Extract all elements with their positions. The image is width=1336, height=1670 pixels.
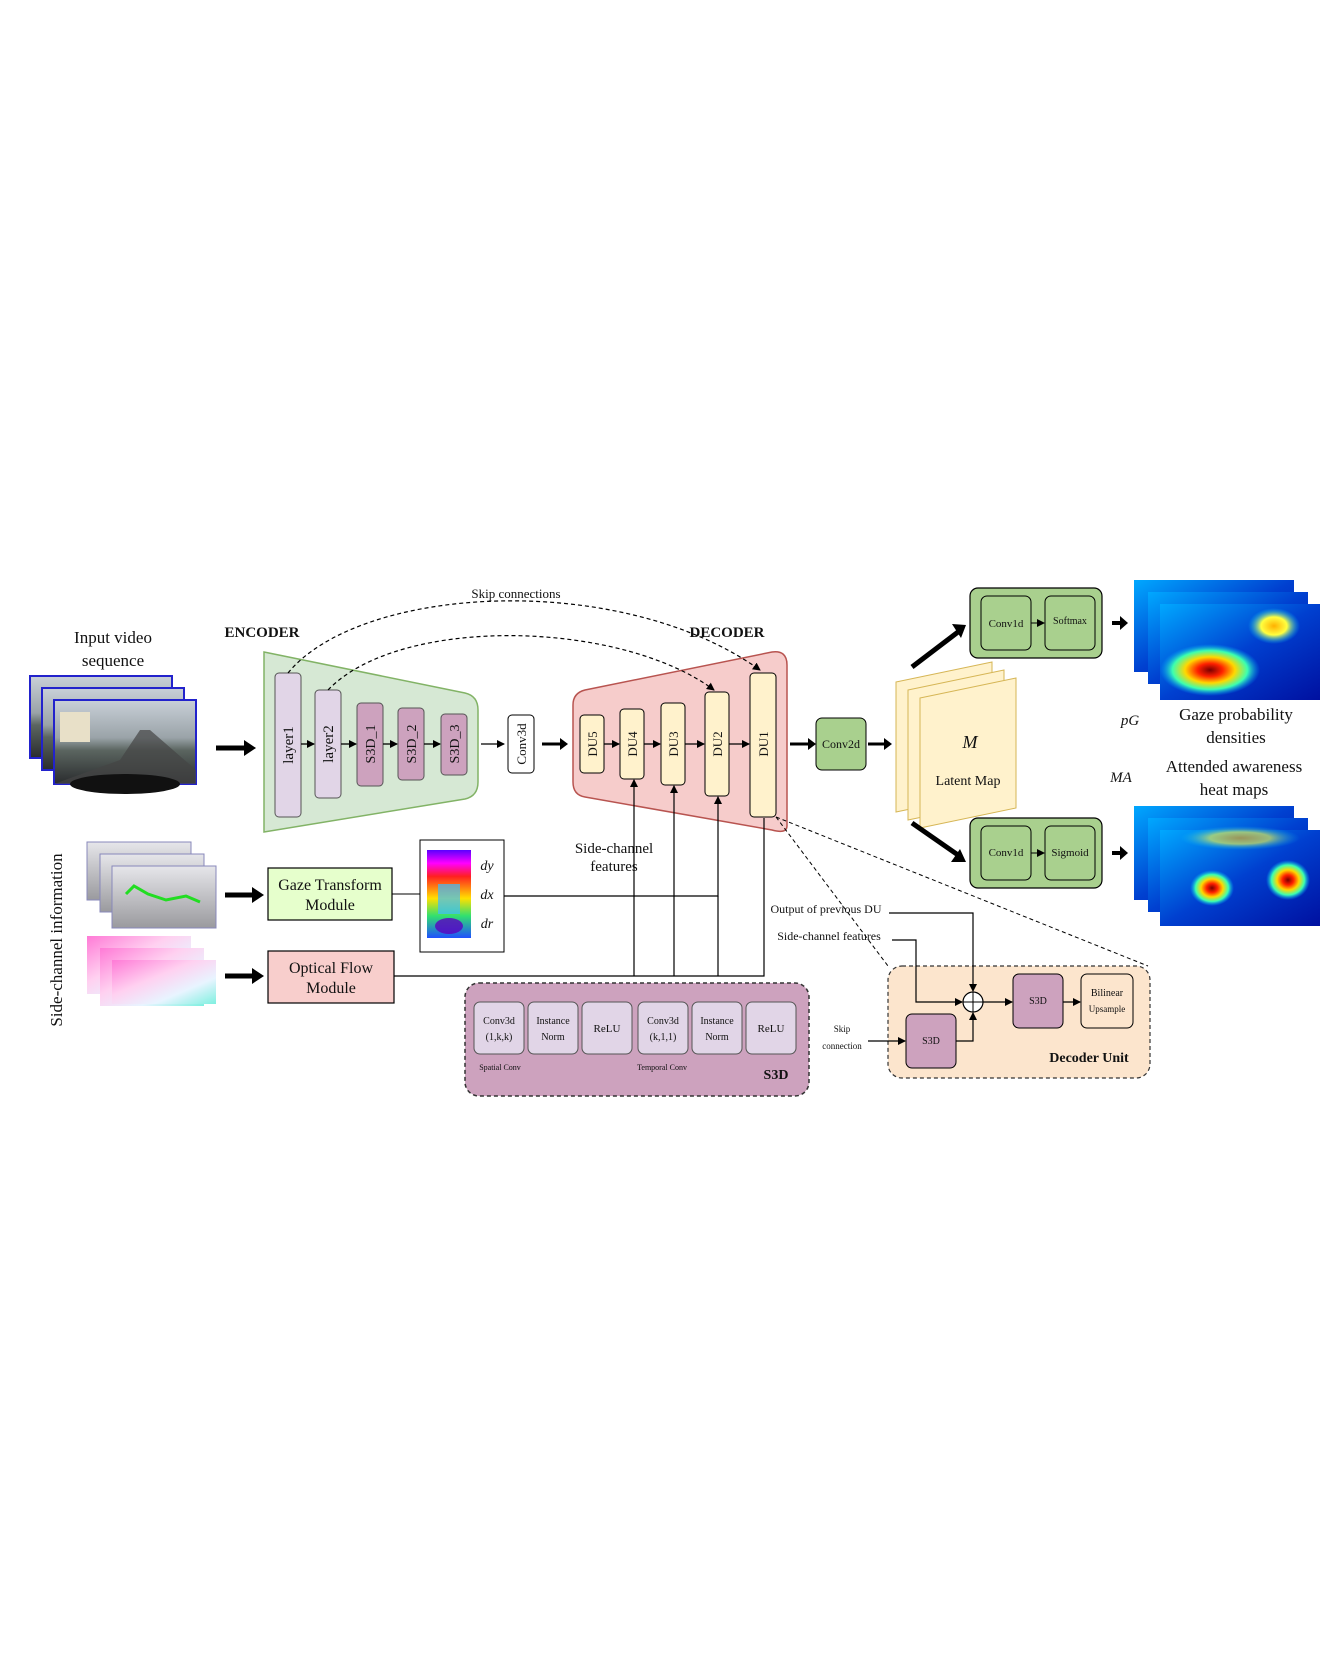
- s3d-cell1-line1: Conv3d: [483, 1016, 515, 1027]
- decoder-du3-label: DU3: [666, 731, 681, 756]
- input-video-label-line1: Input video: [74, 628, 152, 647]
- awareness-heat-maps: [1134, 806, 1320, 926]
- s3d-cell2-line2: Norm: [541, 1032, 565, 1043]
- decoder-unit-title: Decoder Unit: [1049, 1051, 1129, 1066]
- gaze-transform-label-line2: Module: [305, 897, 355, 914]
- optical-flow-label-line1: Optical Flow: [289, 960, 373, 977]
- pg-symbol: pG: [1120, 713, 1140, 729]
- du-bilinear-upsample: [1080, 973, 1134, 1029]
- encoder-s3d2-label: S3D_2: [405, 725, 420, 764]
- gaze-transform-label-line1: Gaze Transform: [278, 877, 382, 894]
- gaze-dx: dx: [480, 888, 494, 903]
- du-prev-label: Output of previous DU: [771, 902, 882, 916]
- encoder-title: ENCODER: [224, 625, 299, 641]
- head-top-conv1d-label: Conv1d: [989, 618, 1024, 630]
- conv2d-block: [815, 717, 867, 771]
- head-top-softmax-label: Softmax: [1053, 616, 1087, 627]
- s3d-cell4-line1: Conv3d: [647, 1016, 679, 1027]
- pg-label-line2: densities: [1206, 728, 1266, 747]
- skip-connection-curves: [287, 600, 761, 691]
- du-skip-label-line2: connection: [822, 1041, 862, 1051]
- encoder-layer2-label: layer2: [321, 725, 337, 762]
- side-channel-routing: [394, 779, 765, 977]
- encoder-s3d3-label: S3D_3: [448, 725, 463, 764]
- s3d-title: S3D: [764, 1068, 789, 1083]
- s3d-cell6-line1: ReLU: [758, 1023, 785, 1035]
- decoder-du2-label: DU2: [710, 731, 725, 756]
- latent-symbol: M: [962, 732, 979, 752]
- conv3d-label: Conv3d: [514, 723, 529, 765]
- side-channel-vertical-label: Side-channel information: [47, 853, 66, 1027]
- s3d-cell5-line2: Norm: [705, 1032, 729, 1043]
- gaze-density-maps: [1134, 580, 1320, 700]
- optical-flow-label-line2: Module: [306, 980, 356, 997]
- input-video-frames: [29, 675, 197, 794]
- du-skip-label-line1: Skip: [834, 1024, 851, 1034]
- decoder-du1-label: DU1: [756, 731, 771, 756]
- ma-symbol: MA: [1109, 770, 1132, 786]
- conv3d-block: [507, 714, 535, 774]
- gaze-input-frames: [86, 841, 217, 929]
- decoder-du5-label: DU5: [585, 731, 600, 756]
- du-bilinear-line2: Upsample: [1089, 1004, 1126, 1014]
- skip-connections-label: Skip connections: [471, 586, 560, 601]
- gaze-dr: dr: [481, 917, 494, 932]
- optical-flow-module: [267, 950, 395, 1004]
- ma-label-line1: Attended awareness: [1166, 757, 1302, 776]
- s3d-spatial-label: Spatial Conv: [479, 1063, 521, 1072]
- du-bilinear-line1: Bilinear: [1091, 988, 1124, 999]
- s3d-cell5-line1: Instance: [700, 1016, 734, 1027]
- decoder-title: DECODER: [689, 625, 764, 641]
- s3d-cells: [473, 1001, 797, 1055]
- decoder-du1: [749, 672, 777, 818]
- du-s3d-b-label: S3D: [1029, 996, 1047, 1007]
- s3d-cell3-line1: ReLU: [594, 1023, 621, 1035]
- side-features-label-line1: Side-channel: [575, 841, 653, 857]
- du-s3d-a-label: S3D: [922, 1036, 940, 1047]
- du-s3d-b: [1012, 973, 1064, 1029]
- latent-label: Latent Map: [936, 774, 1001, 789]
- head-top-softmax: [1044, 595, 1096, 651]
- head-bottom-sigmoid-label: Sigmoid: [1051, 847, 1089, 859]
- pg-label-line1: Gaze probability: [1179, 705, 1293, 724]
- decoder-du4-label: DU4: [625, 731, 640, 757]
- du-zoom-lines: [775, 816, 1149, 967]
- head-bottom-conv1d-label: Conv1d: [989, 847, 1024, 859]
- gaze-dy: dy: [480, 859, 494, 874]
- gaze-transform-module: [267, 867, 393, 921]
- latent-map-stack: [895, 661, 1017, 829]
- encoder-s3d1-label: S3D_1: [364, 725, 379, 764]
- ma-label-line2: heat maps: [1200, 780, 1268, 799]
- s3d-cell2-line1: Instance: [536, 1016, 570, 1027]
- optical-flow-frames: [87, 936, 216, 1006]
- encoder-layer1-label: layer1: [281, 726, 297, 763]
- du-side-label: Side-channel features: [777, 929, 881, 943]
- head-bottom-sigmoid: [1044, 825, 1096, 881]
- du-internal-arrows: [868, 912, 1081, 1045]
- s3d-cell4-line2: (k,1,1): [650, 1032, 677, 1043]
- conv2d-label: Conv2d: [822, 737, 860, 751]
- s3d-temporal-label: Temporal Conv: [637, 1063, 687, 1072]
- s3d-cell1-line2: (1,k,k): [486, 1032, 513, 1043]
- encoder-s3d3: [440, 713, 468, 776]
- side-features-label-line2: features: [590, 859, 638, 875]
- input-video-label-line2: sequence: [82, 651, 144, 670]
